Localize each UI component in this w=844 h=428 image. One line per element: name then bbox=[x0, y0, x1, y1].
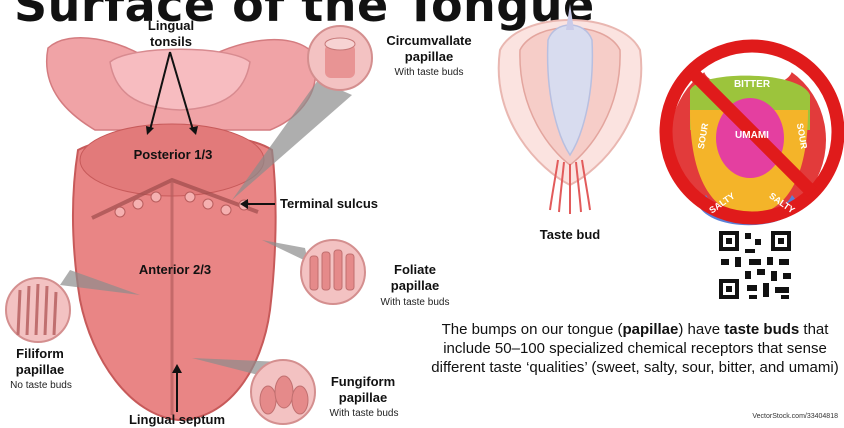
fungiform-sub: With taste buds bbox=[329, 408, 399, 419]
circumvallate-callout bbox=[232, 80, 352, 200]
para-bold-taste-buds: taste buds bbox=[724, 321, 800, 338]
lingual-septum-label: Lingual septum bbox=[128, 412, 226, 427]
circumvallate-dots bbox=[114, 191, 250, 218]
filiform-label: Filiform papillae bbox=[15, 346, 65, 377]
map-bitter-label: BITTER bbox=[733, 79, 771, 90]
map-umami-label: UMAMI bbox=[735, 130, 769, 141]
taste-map bbox=[659, 39, 844, 226]
fungiform-magnify bbox=[250, 359, 316, 425]
para-text-2: ) have bbox=[678, 321, 725, 338]
epiglottis bbox=[109, 48, 251, 111]
page-title: Surface of the Tongue bbox=[14, 0, 595, 32]
para-bold-papillae: papillae bbox=[622, 321, 679, 338]
terminal-sulcus-label: Terminal sulcus bbox=[280, 196, 379, 211]
circumvallate-sub: With taste buds bbox=[394, 67, 464, 78]
foliate-magnify bbox=[300, 239, 366, 305]
circumvallate-label: Circumvallate papillae bbox=[386, 33, 472, 64]
para-text-1: The bumps on our tongue ( bbox=[441, 321, 623, 338]
posterior-label: Posterior 1/3 bbox=[133, 147, 213, 162]
no-sign-ring bbox=[659, 39, 844, 225]
foliate-sub: With taste buds bbox=[380, 297, 450, 308]
qr-code bbox=[717, 229, 793, 301]
taste-bud-illustration bbox=[497, 4, 643, 214]
anterior-label: Anterior 2/3 bbox=[138, 262, 212, 277]
foliate-label: Foliate papillae bbox=[390, 262, 440, 293]
taste-bud-label: Taste bud bbox=[539, 227, 601, 242]
fungiform-label: Fungiform papillae bbox=[330, 374, 396, 405]
lingual-tonsils-label: Lingual tonsils bbox=[147, 18, 195, 49]
filiform-sub: No taste buds bbox=[10, 380, 72, 391]
description-paragraph: The bumps on our tongue (papillae) have … bbox=[430, 320, 840, 377]
filiform-magnify bbox=[5, 277, 71, 343]
para-text-3: that include 50–100 specialized chemical… bbox=[431, 321, 839, 376]
circumvallate-magnify bbox=[307, 25, 373, 91]
no-sign-slash bbox=[687, 67, 817, 197]
foliate-callout bbox=[262, 240, 308, 262]
filiform-callout bbox=[60, 270, 140, 295]
credit-text: VectorStock.com/33404818 bbox=[752, 413, 838, 420]
